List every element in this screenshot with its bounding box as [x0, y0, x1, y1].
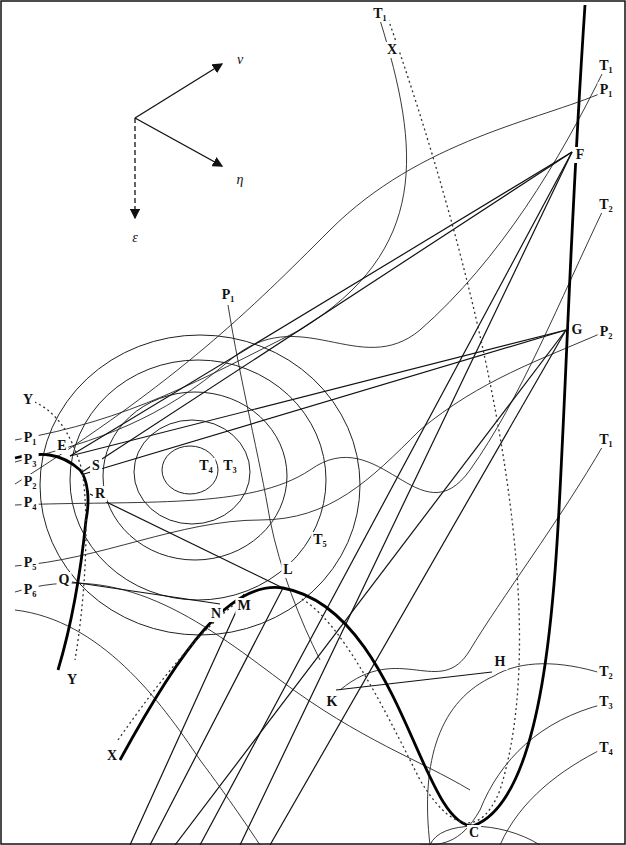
- point-label: T₅: [311, 532, 329, 548]
- point-label: P₁: [22, 430, 39, 446]
- point-label: N: [209, 606, 223, 622]
- point-label: P₃: [22, 452, 39, 468]
- point-label: S: [90, 458, 102, 474]
- point-label: Y: [21, 392, 35, 408]
- point-label: Q: [57, 572, 72, 588]
- axis-label: η: [235, 172, 246, 188]
- point-label: T₄: [197, 458, 215, 474]
- point-label: K: [325, 694, 340, 710]
- point-label: T₁: [597, 58, 615, 74]
- point-label: E: [55, 438, 68, 454]
- point-label: T₃: [221, 458, 239, 474]
- point-label: P₂: [22, 474, 39, 490]
- point-label: P₂: [598, 324, 615, 340]
- point-label: H: [493, 654, 508, 670]
- point-label: T₁: [597, 432, 615, 448]
- point-label: M: [235, 598, 252, 614]
- point-label: T₂: [597, 197, 615, 213]
- point-label: X: [385, 42, 399, 58]
- point-label: F: [574, 147, 587, 163]
- point-label: X: [105, 748, 119, 764]
- point-label: P₄: [22, 495, 39, 511]
- point-label: C: [467, 825, 481, 841]
- axis-label: ε: [130, 230, 140, 246]
- point-label: T₃: [597, 694, 615, 710]
- axis-label: v: [235, 52, 245, 68]
- point-label: T₁: [371, 6, 389, 22]
- point-label: L: [281, 562, 294, 578]
- point-label: P₆: [22, 582, 39, 598]
- point-label: Y: [65, 672, 79, 688]
- point-label: P₅: [22, 555, 39, 571]
- point-label: T₄: [597, 740, 615, 756]
- point-label: G: [570, 322, 585, 338]
- point-label: P₁: [220, 287, 237, 303]
- point-label: R: [93, 486, 107, 502]
- point-label: P₁: [598, 82, 615, 98]
- point-label: T₂: [597, 664, 615, 680]
